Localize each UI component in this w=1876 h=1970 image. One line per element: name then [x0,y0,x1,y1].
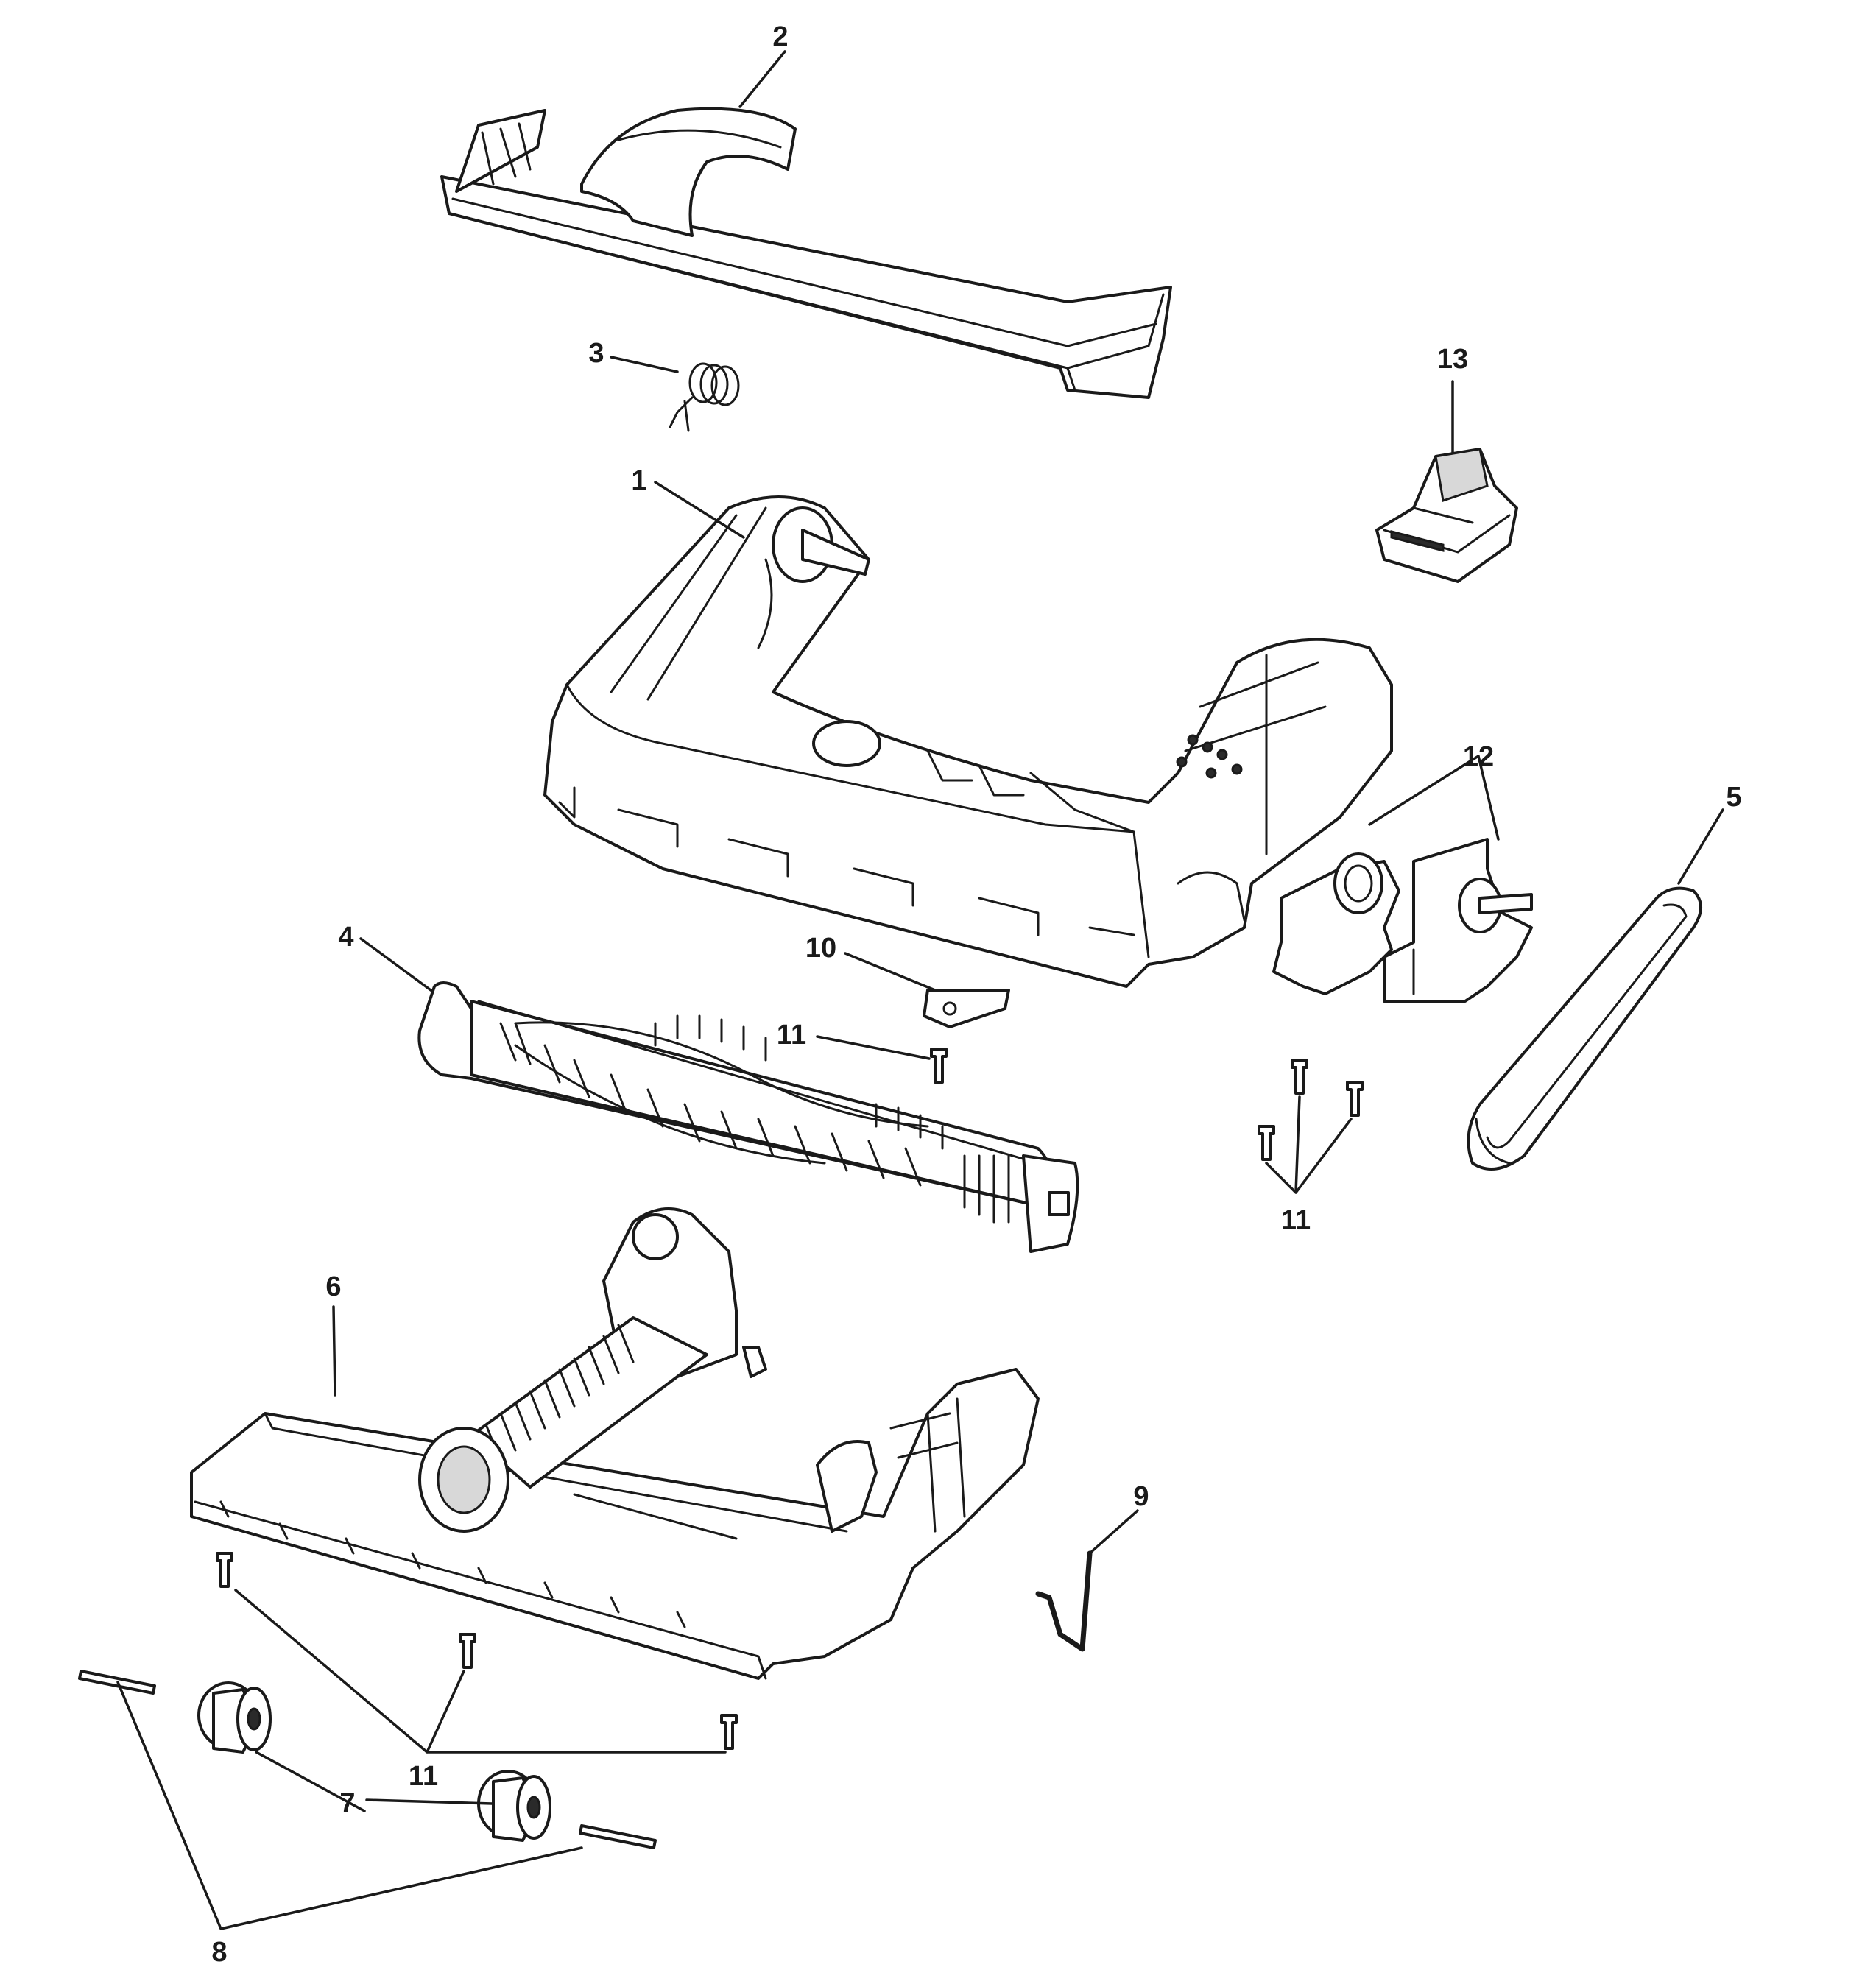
part-screws [216,1048,1364,1750]
part-spring [669,362,740,432]
callout-10: 10 [805,933,836,964]
part-axle-right [579,1824,657,1849]
callout-8: 8 [211,1937,227,1968]
callout-12: 12 [1463,741,1494,772]
part-base-plate [190,1207,1040,1680]
callout-11-brackets: 11 [1281,1205,1311,1236]
callout-2: 2 [772,21,788,52]
callout-5: 5 [1726,782,1741,813]
part-wheel-left [197,1681,272,1754]
part-pedal [1375,448,1518,583]
callout-4: 4 [338,922,353,953]
part-clip [923,989,1010,1028]
callout-9: 9 [1133,1481,1149,1512]
callout-6: 6 [325,1271,341,1302]
callout-1: 1 [631,465,646,496]
part-bearing-brackets [1272,838,1533,1003]
callout-labels: 2 3 13 1 12 5 10 4 11 11 6 9 11 7 8 [211,21,1741,1968]
callout-13: 13 [1437,344,1468,375]
callout-3: 3 [588,338,604,369]
part-brushroll [417,981,1079,1253]
leader-lines [116,50,1724,1930]
callout-11-brushroll: 11 [777,1020,806,1051]
part-belt [1467,886,1702,1171]
part-wheel-right [477,1770,551,1842]
callout-11-base: 11 [409,1761,438,1792]
part-nozzle-body [543,495,1393,988]
callout-7: 7 [339,1788,355,1819]
part-hood-cover [440,107,1172,399]
part-rod [1035,1550,1093,1652]
